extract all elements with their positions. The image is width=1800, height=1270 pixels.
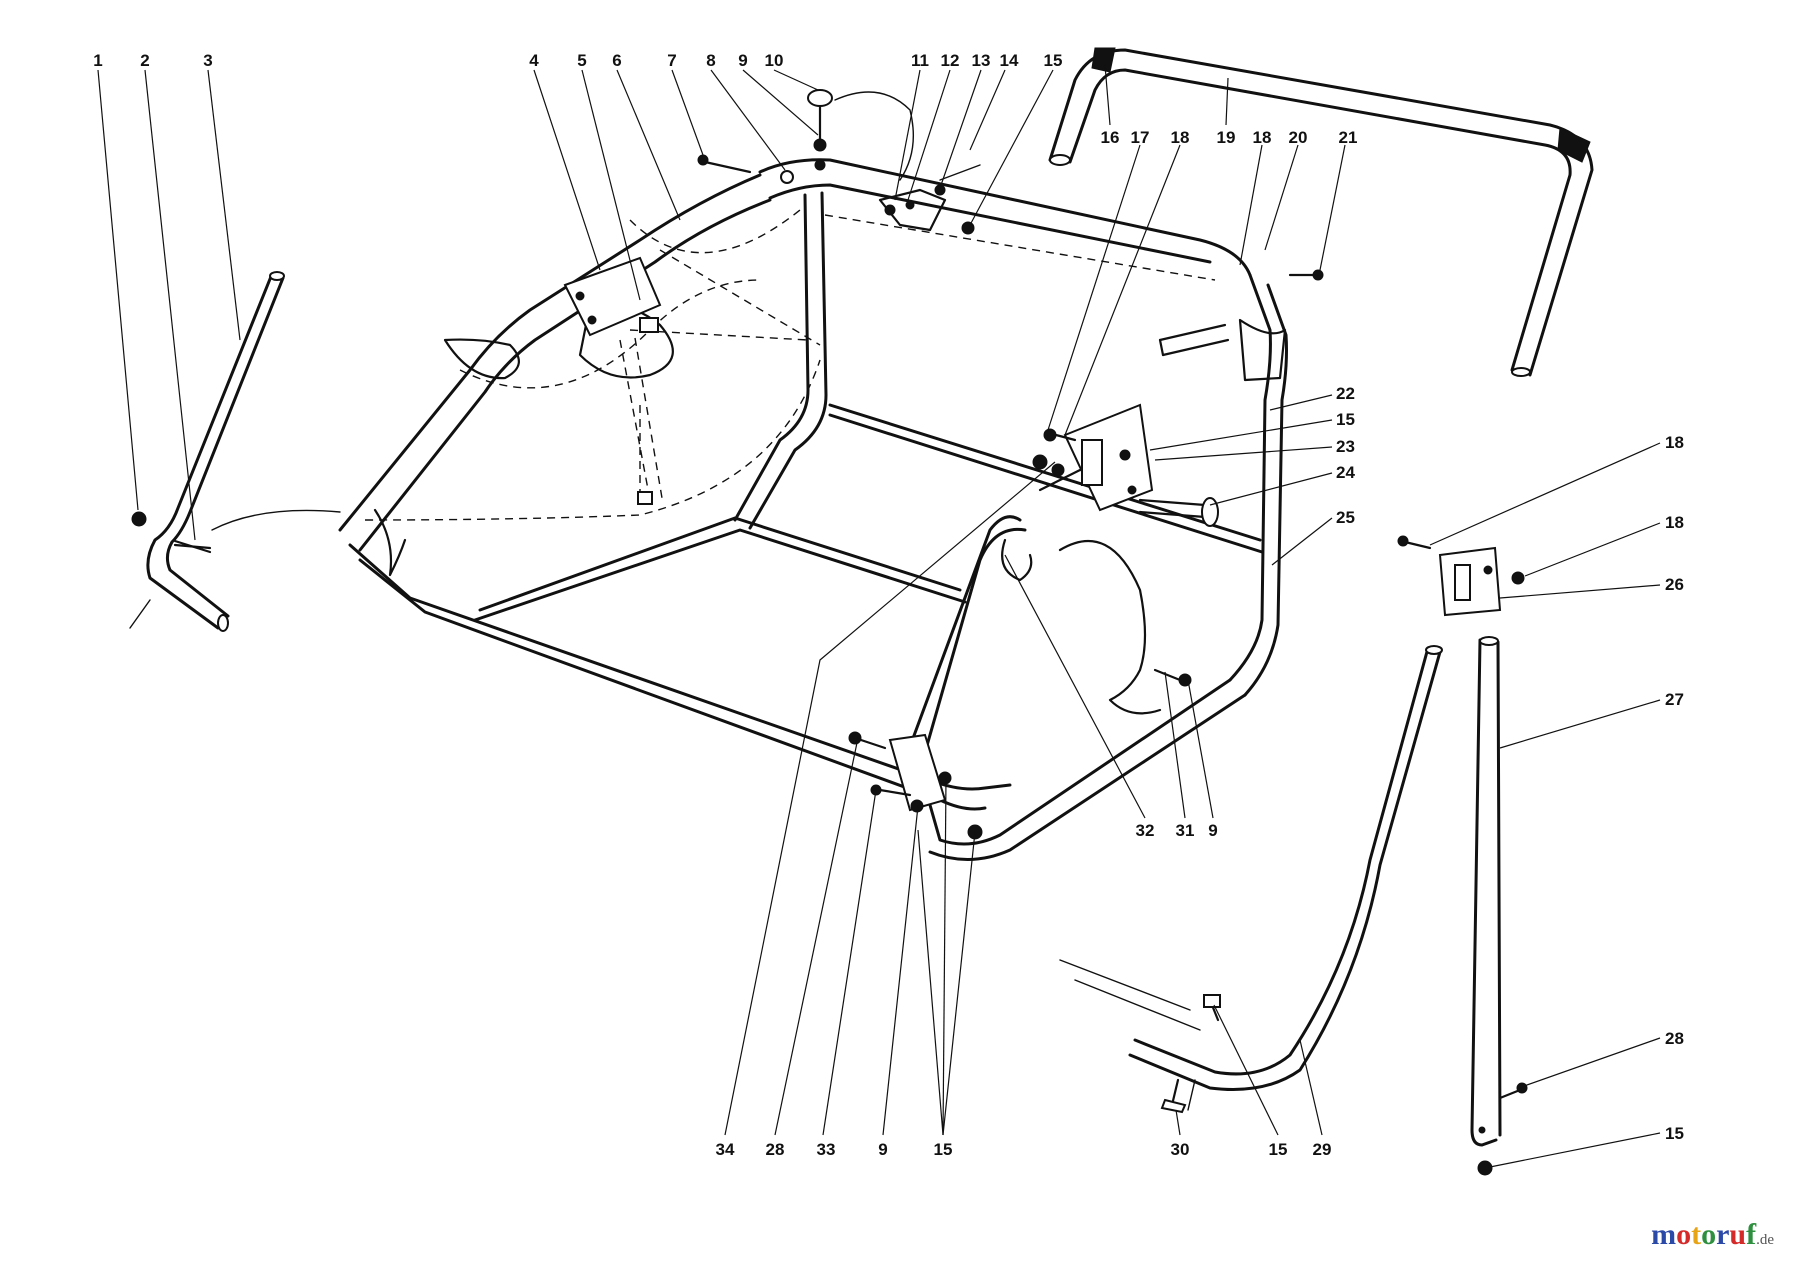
left-handle-tube: [129, 271, 285, 632]
callout-23: 23: [1336, 437, 1355, 456]
nut-part-18-right: [1511, 571, 1525, 585]
callout-28-right: 28: [1665, 1029, 1684, 1048]
bolt-part-30: [1160, 1078, 1187, 1114]
callout-18-top: 18: [1171, 128, 1190, 147]
lower-front-hardware: [848, 731, 983, 840]
watermark-letter: u: [1729, 1218, 1747, 1251]
callout-9-front: 9: [878, 1140, 887, 1159]
bolt-part-21: [1288, 269, 1324, 281]
callout-15-right: 15: [1336, 410, 1355, 429]
callout-9-right: 9: [1208, 821, 1217, 840]
grass-bag-fabric: [364, 209, 1287, 715]
callout-33: 33: [817, 1140, 836, 1159]
callout-29: 29: [1313, 1140, 1332, 1159]
tube-part-29: [1059, 645, 1443, 1111]
callout-18-right-nut: 18: [1665, 513, 1684, 532]
callout-19: 19: [1217, 128, 1236, 147]
washer-part-8: [780, 170, 794, 184]
routing-arc-top: [834, 91, 915, 181]
callout-32: 32: [1136, 821, 1155, 840]
callout-15-front: 15: [934, 1140, 953, 1159]
callout-16: 16: [1101, 128, 1120, 147]
watermark-letter: o: [1701, 1218, 1717, 1251]
callout-9-top: 9: [738, 51, 747, 70]
callout-4: 4: [529, 51, 539, 70]
callout-25: 25: [1336, 508, 1355, 527]
callout-24: 24: [1336, 463, 1355, 482]
watermark-letter: t: [1691, 1218, 1702, 1251]
mounting-bracket-part-4: [563, 256, 662, 337]
latch-parts-11-14: [878, 164, 981, 235]
callout-labels: 1 2 3 4 5 6 7 8 9 10 11 12 13 14 15 16 1…: [93, 51, 1684, 1159]
pin-part-2: [173, 539, 212, 554]
watermark-letter: r: [1716, 1218, 1730, 1251]
callout-21: 21: [1339, 128, 1358, 147]
callout-5: 5: [577, 51, 586, 70]
leader-lines: [97, 64, 1661, 1168]
callout-1: 1: [93, 51, 102, 70]
callout-7: 7: [667, 51, 676, 70]
callout-28-front: 28: [766, 1140, 785, 1159]
callout-31: 31: [1176, 821, 1195, 840]
callout-30: 30: [1171, 1140, 1190, 1159]
bracket-part-23: [1063, 403, 1154, 512]
callout-2: 2: [140, 51, 149, 70]
callout-13: 13: [972, 51, 991, 70]
callout-20: 20: [1289, 128, 1308, 147]
callout-26: 26: [1665, 575, 1684, 594]
callout-27: 27: [1665, 690, 1684, 709]
callout-15-top: 15: [1044, 51, 1063, 70]
callout-8: 8: [706, 51, 715, 70]
watermark-letter: f: [1746, 1218, 1757, 1251]
bolt-part-7: [697, 154, 752, 174]
bolt-part-28-right: [1498, 1082, 1528, 1100]
nut-part-15-right: [1477, 1160, 1493, 1176]
hidden-routing-line: [211, 509, 341, 531]
strap-part-5: [619, 337, 663, 505]
callout-18-right-bolt: 18: [1665, 433, 1684, 452]
callout-17: 17: [1131, 128, 1150, 147]
callout-10: 10: [765, 51, 784, 70]
pin-part-18-upper: [1158, 323, 1230, 357]
bag-frame-tubes: [338, 158, 1288, 861]
site-watermark: motoruf.de: [1651, 1218, 1774, 1252]
bolt-part-18-right: [1397, 535, 1432, 550]
bolt-part-17: [1043, 428, 1077, 442]
callout-14: 14: [1000, 51, 1019, 70]
callout-6: 6: [612, 51, 621, 70]
plate-part-26: [1438, 546, 1502, 617]
watermark-letter: m: [1651, 1218, 1677, 1251]
eye-bolt-part-10: [807, 89, 833, 171]
bolt-part-15-lower: [1203, 994, 1221, 1022]
watermark-letter: o: [1676, 1218, 1692, 1251]
callout-3: 3: [203, 51, 212, 70]
callout-34: 34: [716, 1140, 735, 1159]
clevis-pin-part-24: [1138, 497, 1219, 527]
hardware-part-1: [131, 511, 147, 527]
watermark-tld: .de: [1756, 1232, 1774, 1248]
callout-15-bottom-right: 15: [1665, 1124, 1684, 1143]
upper-handle-tube: [1048, 47, 1594, 377]
callout-22: 22: [1336, 384, 1355, 403]
callout-15-lower: 15: [1269, 1140, 1288, 1159]
tube-part-27: [1470, 636, 1502, 1147]
callout-18-rear: 18: [1253, 128, 1272, 147]
callout-11: 11: [911, 51, 929, 70]
callout-12: 12: [941, 51, 960, 70]
